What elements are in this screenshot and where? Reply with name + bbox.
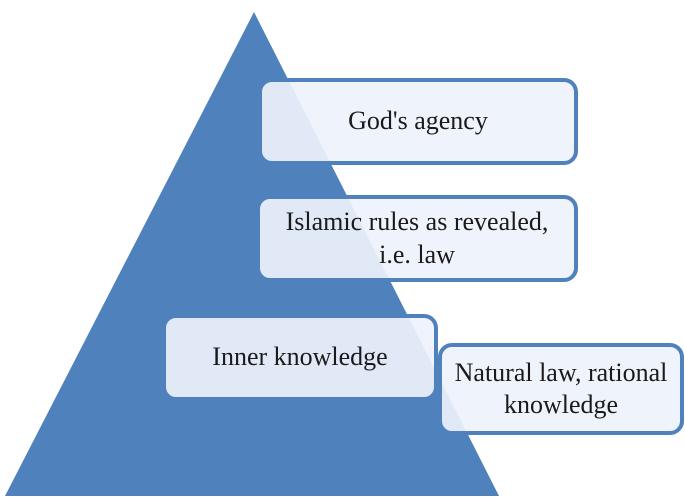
natural-law-label: Natural law, rational knowledge	[454, 357, 668, 420]
islamic-rules-label: Islamic rules as revealed, i.e. law	[285, 207, 549, 269]
islamic-rules-box: Islamic rules as revealed, i.e. law	[256, 195, 578, 282]
gods-agency-box: God's agency	[258, 78, 578, 165]
inner-knowledge-label: Inner knowledge	[212, 342, 388, 372]
gods-agency-label: God's agency	[348, 106, 488, 136]
natural-law-box: Natural law, rational knowledge	[438, 343, 684, 435]
inner-knowledge-box: Inner knowledge	[162, 314, 438, 401]
